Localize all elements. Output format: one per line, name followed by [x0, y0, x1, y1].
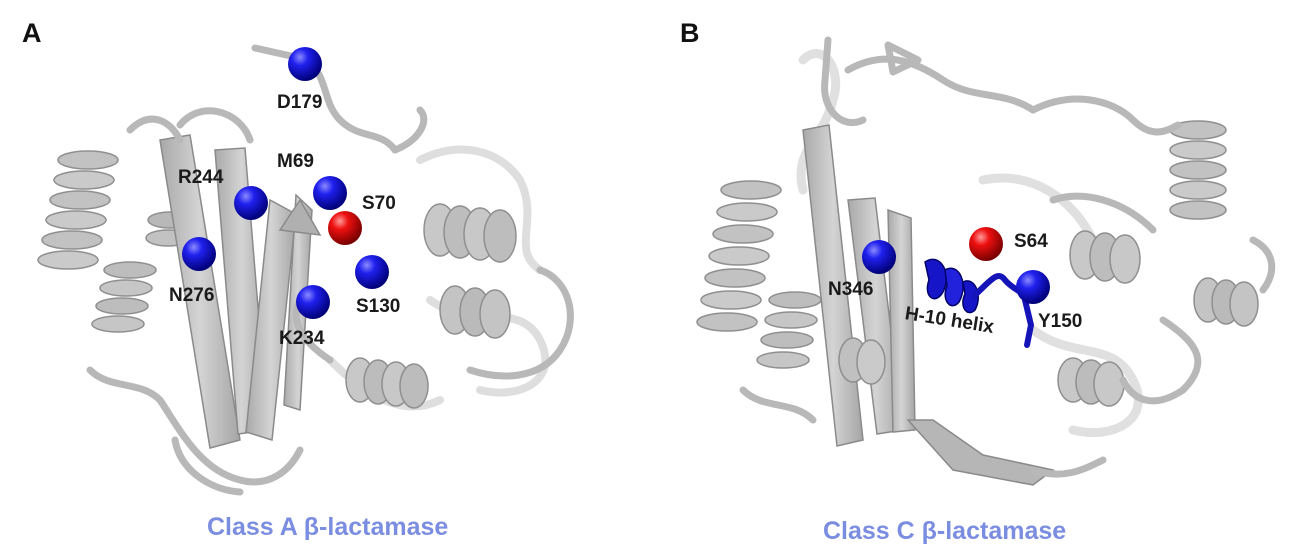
background-ribbons	[796, 49, 1143, 438]
panel-a-letter: A	[22, 18, 42, 48]
panel-a-caption: Class A β-lactamase	[207, 513, 449, 541]
sphere-n276	[182, 237, 216, 271]
right-helices	[838, 120, 1259, 407]
sphere-r244	[234, 186, 268, 220]
sphere-n346	[862, 240, 896, 274]
residue-label-n276: N276	[169, 285, 215, 306]
right-helices	[345, 203, 517, 409]
residue-label-s64: S64	[1014, 231, 1048, 252]
sphere-y150	[1016, 270, 1050, 304]
left-helices	[696, 180, 822, 369]
sphere-d179	[288, 47, 322, 81]
panel-b: B S64 N346 Y150 H-10 helix Class C β-lac…	[653, 0, 1307, 558]
sphere-s64	[969, 227, 1003, 261]
sphere-s130	[355, 255, 389, 289]
sphere-s70	[328, 211, 362, 245]
residue-label-s130: S130	[356, 296, 401, 317]
panel-b-caption: Class C β-lactamase	[823, 517, 1067, 545]
residue-spheres	[862, 227, 1050, 304]
loops	[86, 44, 574, 496]
class-c-protein-structure	[696, 36, 1276, 486]
class-a-protein-structure	[37, 44, 574, 496]
residue-label-y150: Y150	[1038, 311, 1083, 332]
panel-a: A D179 M69 R244 S70 N276 S130 K234 Class…	[0, 0, 653, 558]
residue-label-m69: M69	[277, 151, 314, 172]
loops	[739, 36, 1276, 478]
residue-label-n346: N346	[828, 279, 874, 300]
sphere-m69	[313, 176, 347, 210]
residue-spheres	[182, 47, 389, 319]
panel-b-letter: B	[680, 18, 700, 48]
sphere-k234	[296, 285, 330, 319]
left-helices	[37, 150, 193, 333]
residue-label-r244: R244	[178, 167, 224, 188]
residue-label-k234: K234	[279, 328, 325, 349]
residue-label-d179: D179	[277, 92, 323, 113]
residue-label-s70: S70	[362, 193, 396, 214]
